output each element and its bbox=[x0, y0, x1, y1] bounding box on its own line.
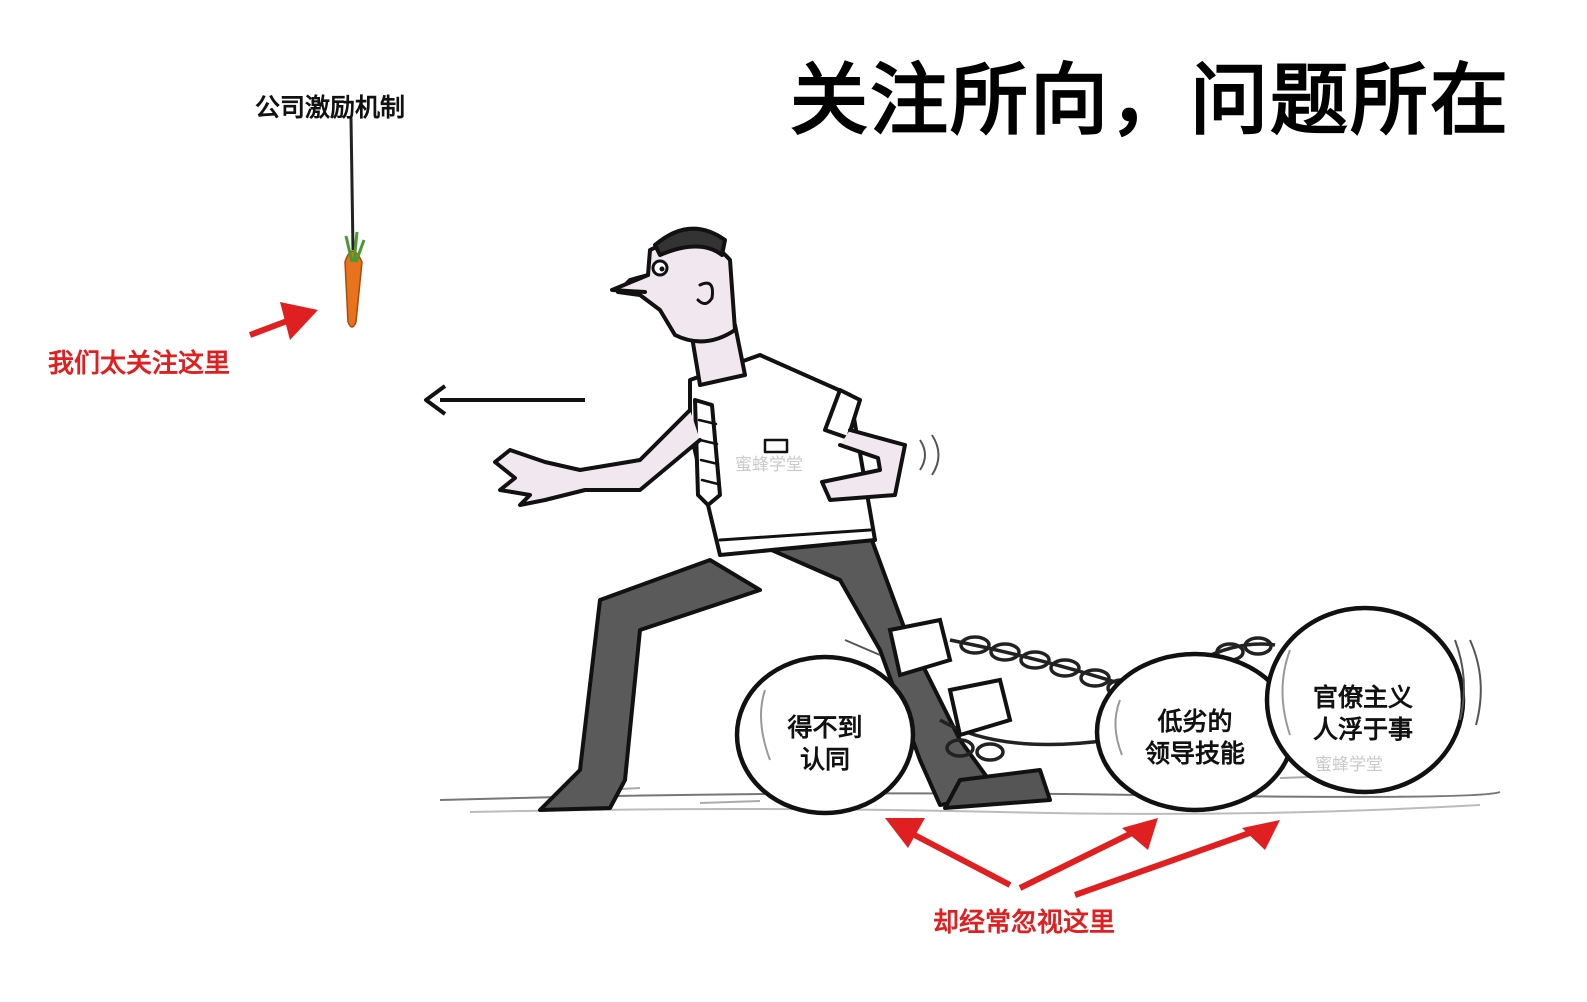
ball-label-line: 得不到 bbox=[787, 713, 863, 742]
ball-label-line: 认同 bbox=[799, 745, 850, 774]
ball-and-chain-icon bbox=[734, 605, 1466, 816]
watermark: 蜜蜂学堂 bbox=[1315, 755, 1383, 775]
ignored-label: 却经常忽视这里 bbox=[933, 908, 1116, 938]
focus-arrow-icon bbox=[248, 302, 318, 340]
man-figure-icon bbox=[493, 226, 1052, 812]
arrow-left-icon bbox=[424, 384, 585, 416]
ignored-arrows-icon bbox=[885, 818, 1280, 898]
motion-marks bbox=[844, 434, 1482, 726]
ball-shading bbox=[760, 649, 1291, 761]
carrot-icon bbox=[344, 117, 366, 328]
ball-label-line: 人浮于事 bbox=[1312, 715, 1413, 744]
shackle-icon bbox=[887, 617, 1013, 738]
ball-label-recognition: 得不到 认同 bbox=[775, 712, 875, 776]
page-title: 关注所向，问题所在 bbox=[790, 56, 1511, 146]
ball-label-bureaucracy: 官僚主义 人浮于事 bbox=[1303, 682, 1423, 746]
ball-label-line: 低劣的 bbox=[1157, 707, 1233, 736]
carrot-label: 公司激励机制 bbox=[255, 93, 406, 122]
ball-label-line: 领导技能 bbox=[1144, 739, 1245, 768]
ball-label-leadership: 低劣的 领导技能 bbox=[1130, 706, 1260, 770]
watermark: 蜜蜂学堂 bbox=[735, 455, 803, 475]
focus-label: 我们太关注这里 bbox=[48, 349, 231, 379]
ball-label-line: 官僚主义 bbox=[1312, 683, 1413, 712]
